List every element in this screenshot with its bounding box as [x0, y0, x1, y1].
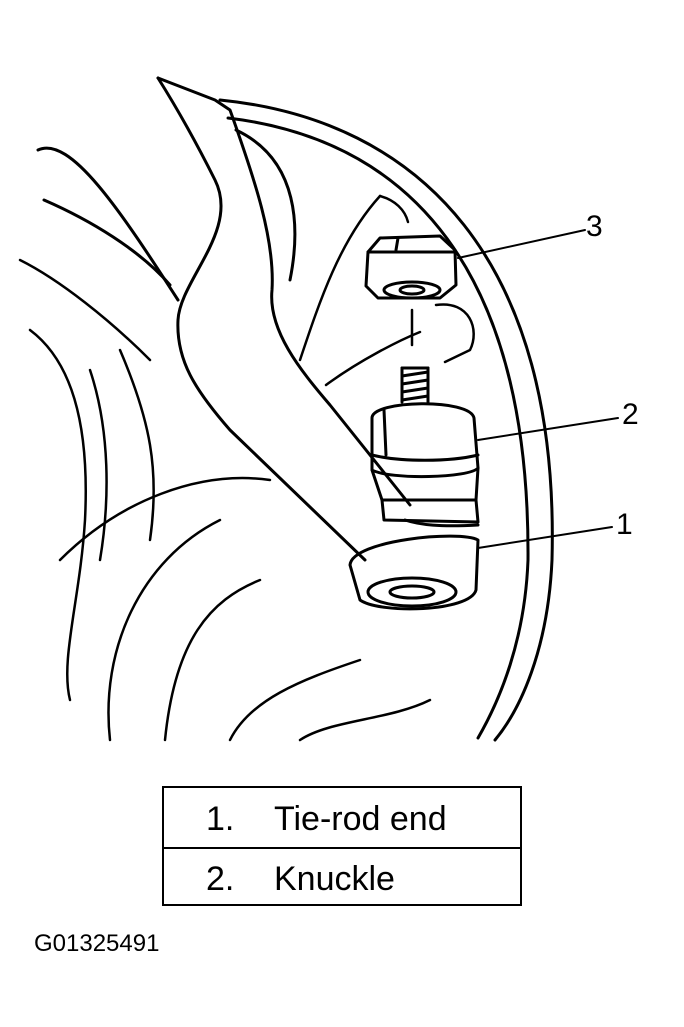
legend-table: 1. Tie-rod end 2. Knuckle: [162, 786, 522, 906]
tie-rod-end-diagram: [18, 76, 619, 742]
legend-label: Knuckle: [274, 860, 395, 898]
wheel-rim-outline: [218, 98, 554, 742]
figure-id: G01325491: [34, 930, 160, 957]
callout-3: 3: [586, 210, 603, 243]
knuckle-contours: [18, 194, 475, 742]
callout-leaders: [457, 229, 619, 549]
callout-2: 2: [622, 398, 639, 431]
legend-row-tie-rod-end: 1. Tie-rod end: [164, 788, 520, 849]
legend-number: 2.: [206, 860, 235, 898]
legend-row-knuckle: 2. Knuckle: [164, 848, 520, 907]
legend-label: Tie-rod end: [274, 800, 447, 838]
callout-1: 1: [616, 508, 633, 541]
tie-rod-arm: [36, 76, 412, 562]
legend-number: 1.: [206, 800, 235, 838]
ball-stud-threads: [400, 366, 430, 404]
castle-nut: [364, 234, 458, 300]
tie-rod-end-body: [348, 402, 480, 611]
